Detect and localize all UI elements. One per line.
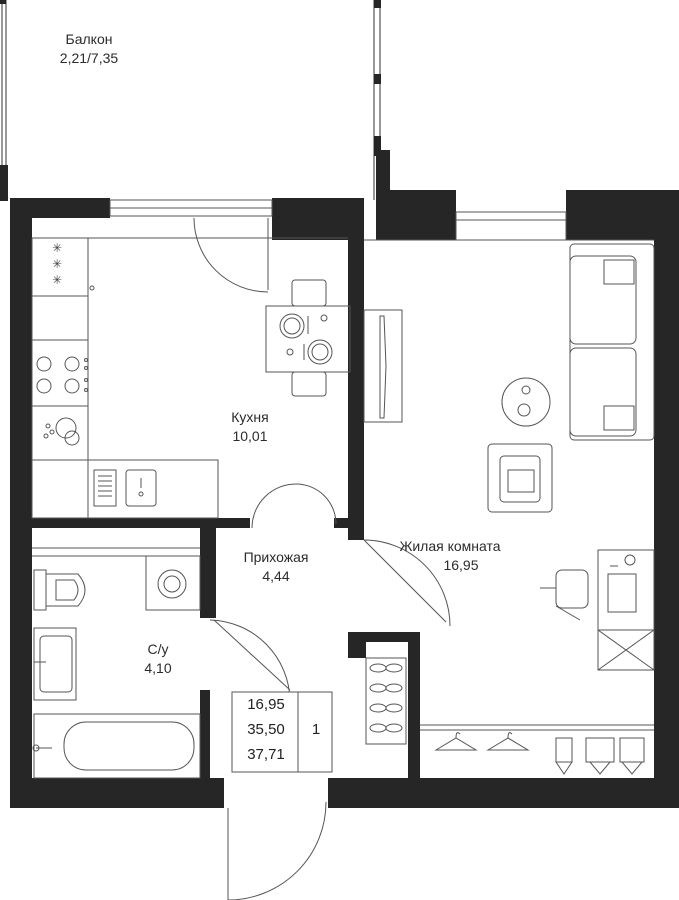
svg-text:✳: ✳ [52, 241, 62, 255]
coffee-table [501, 377, 551, 427]
balcony-label: Балкон 2,21/7,35 [44, 30, 134, 68]
svg-text:✳: ✳ [52, 257, 62, 271]
bathtub-icon [32, 713, 201, 779]
bathroom-name: С/у [147, 641, 169, 657]
total-with-balcony-value: 37,71 [247, 746, 285, 763]
hall-label: Прихожая 4,44 [228, 548, 324, 586]
kitchen-area: 10,01 [232, 428, 268, 444]
balcony-name: Балкон [65, 31, 113, 47]
washing-machine-icon [145, 555, 201, 611]
doors [193, 217, 451, 900]
area-summary: 16,95 35,50 37,71 1 [234, 694, 332, 772]
dining-table [265, 279, 351, 397]
washer-icon [43, 417, 80, 446]
bathroom-area: 4,10 [144, 660, 172, 676]
sink-icon [33, 627, 77, 701]
kitchen-name: Кухня [231, 409, 269, 425]
living-room-area: 16,95 [443, 557, 479, 573]
kitchen-counter [31, 237, 219, 519]
wardrobe [434, 732, 645, 775]
stove-icon [36, 356, 88, 394]
hall-name: Прихожая [243, 549, 309, 565]
sofa [569, 243, 655, 441]
walls [10, 150, 679, 808]
summary-box [231, 691, 333, 773]
fridge-icon: ✳ ✳ ✳ [52, 241, 95, 291]
living-area-value: 16,95 [247, 696, 285, 713]
hall-area: 4,44 [262, 568, 290, 584]
total-area-value: 35,50 [247, 721, 285, 738]
balcony-outline [0, 0, 381, 201]
kitchen-label: Кухня 10,01 [210, 408, 290, 446]
bathroom-label: С/у 4,10 [130, 640, 186, 678]
balcony-area: 2,21/7,35 [59, 50, 119, 66]
toilet-icon [33, 569, 86, 611]
storage-box [597, 629, 655, 671]
windows [109, 199, 567, 241]
rooms-count: 1 [311, 721, 321, 738]
living-room-name: Жилая комната [399, 538, 501, 554]
shoe-rack [365, 657, 407, 745]
svg-text:✳: ✳ [52, 273, 62, 287]
inner-lines [32, 237, 654, 731]
tv-unit [363, 309, 403, 423]
desk-with-chair [540, 549, 655, 631]
living-room-label: Жилая комната 16,95 [386, 537, 514, 575]
armchair [487, 443, 553, 513]
